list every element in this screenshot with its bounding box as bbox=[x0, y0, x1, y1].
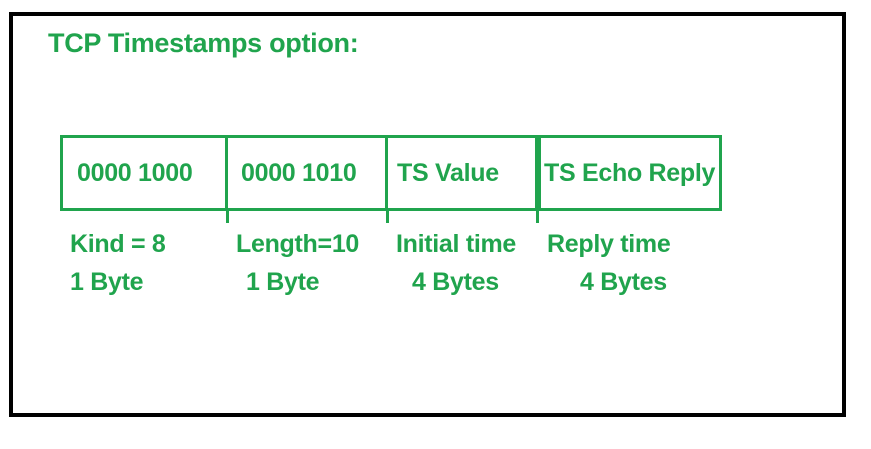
label-initial-time: Initial time bbox=[396, 230, 517, 258]
label-reply-time: Reply time bbox=[547, 230, 671, 258]
field-box-ts-value-text: TS Value bbox=[397, 158, 499, 187]
divider-tick-1 bbox=[226, 211, 229, 223]
size-length: 1 Byte bbox=[246, 268, 320, 296]
field-box-length-value: 0000 1010 bbox=[241, 158, 357, 187]
field-box-kind: 0000 1000 bbox=[60, 135, 228, 211]
label-length: Length=10 bbox=[236, 230, 360, 258]
field-box-kind-value: 0000 1000 bbox=[77, 158, 193, 187]
size-kind: 1 Byte bbox=[70, 268, 144, 296]
field-box-ts-echo-reply-text: TS Echo Reply bbox=[544, 158, 716, 187]
diagram-frame bbox=[9, 12, 846, 417]
label-kind: Kind = 8 bbox=[70, 230, 166, 258]
size-reply-time: 4 Bytes bbox=[580, 268, 667, 296]
divider-tick-2 bbox=[386, 211, 389, 223]
field-box-ts-echo-reply: TS Echo Reply bbox=[538, 135, 722, 211]
divider-tick-3 bbox=[536, 211, 539, 223]
size-initial-time: 4 Bytes bbox=[412, 268, 499, 296]
field-box-ts-value: TS Value bbox=[388, 135, 538, 211]
field-box-length: 0000 1010 bbox=[228, 135, 388, 211]
diagram-title: TCP Timestamps option: bbox=[48, 28, 359, 58]
